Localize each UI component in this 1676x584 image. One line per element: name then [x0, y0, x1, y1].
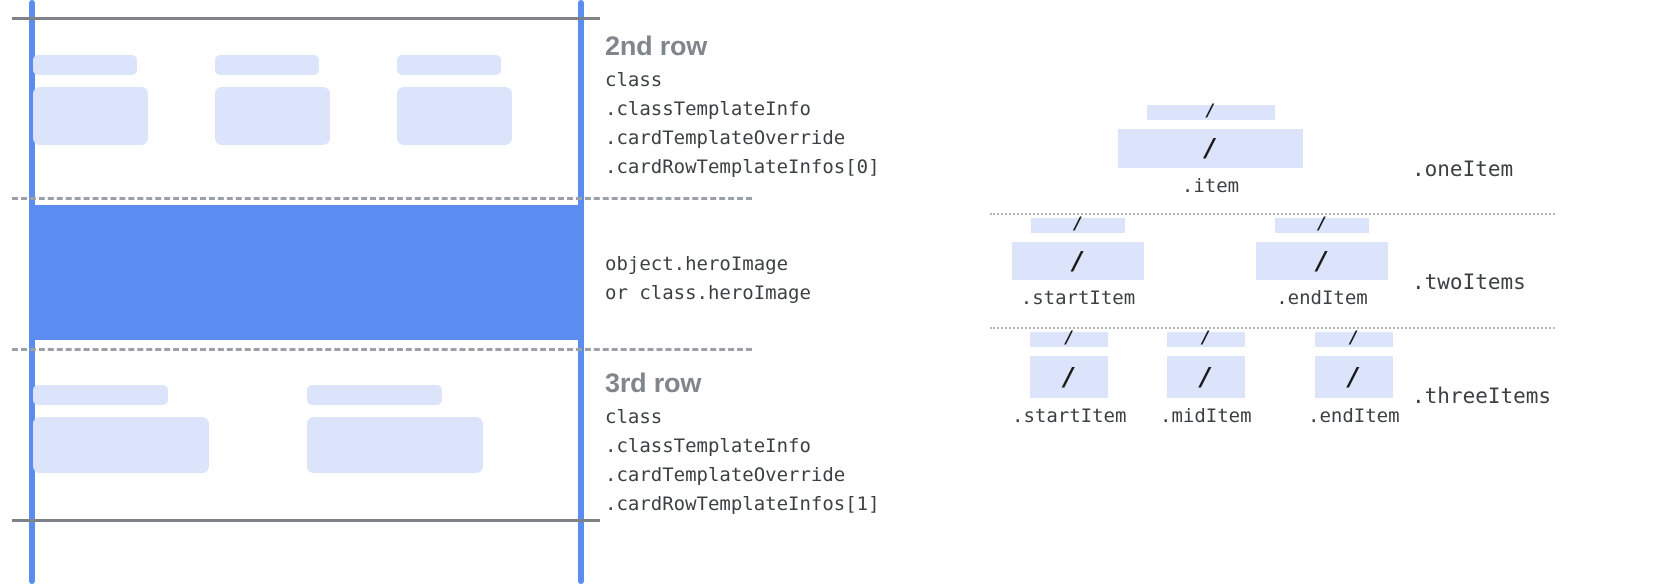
second-row-fields	[33, 55, 581, 145]
field-label-placeholder	[33, 385, 168, 405]
second-row-code-line: class	[605, 69, 663, 92]
slash-icon: /	[1061, 361, 1077, 391]
hero-image-annotation: object.heroImage or class.heroImage	[605, 250, 811, 308]
item-slot-label: .endItem	[1276, 287, 1368, 309]
item-slot-label: .startItem	[1012, 405, 1127, 427]
item-slot: / / .endItem	[1308, 328, 1400, 428]
third-row-annotation: 3rd row class .classTemplateInfo .cardTe…	[605, 368, 880, 519]
field-label-placeholder	[215, 55, 319, 75]
second-row-annotation: 2nd row class .classTemplateInfo .cardTe…	[605, 31, 880, 182]
third-row-code-line: class	[605, 406, 663, 429]
field-column	[215, 55, 397, 145]
item-value-placeholder: /	[1030, 356, 1109, 398]
variant-name-one-item: .oneItem	[1412, 157, 1514, 181]
slash-icon: /	[1205, 101, 1216, 121]
card-top-boundary	[12, 17, 600, 20]
slash-icon: /	[1316, 214, 1328, 234]
third-row-code-line: .cardTemplateOverride	[605, 464, 846, 487]
three-items-group: / / .startItem / / .midItem /	[960, 328, 1676, 447]
field-value-placeholder	[33, 417, 209, 473]
item-slot: / / .startItem	[1012, 214, 1144, 309]
item-value-placeholder: /	[1166, 356, 1245, 398]
item-label-placeholder: /	[1166, 328, 1245, 348]
second-row-code-line: .cardRowTemplateInfos[0]	[605, 156, 880, 179]
item-slot-label: .midItem	[1160, 405, 1252, 427]
item-slot: / / .item	[1118, 101, 1303, 197]
item-label-placeholder: /	[1275, 214, 1369, 234]
field-column	[33, 55, 215, 145]
item-slot: / / .startItem	[1012, 328, 1127, 428]
third-row-code-line: .cardRowTemplateInfos[1]	[605, 493, 880, 516]
slash-icon: /	[1314, 245, 1330, 275]
item-slot-label: .endItem	[1308, 405, 1400, 427]
item-value-placeholder: /	[1314, 356, 1393, 398]
slash-icon: /	[1072, 214, 1084, 234]
slash-icon: /	[1202, 133, 1219, 162]
item-slot-label: .startItem	[1020, 287, 1136, 309]
field-column	[397, 55, 579, 145]
hero-image-band	[33, 205, 581, 340]
slash-icon: /	[1346, 361, 1362, 391]
slash-icon: /	[1070, 245, 1086, 275]
field-label-placeholder	[307, 385, 442, 405]
field-column	[33, 385, 307, 473]
slash-icon: /	[1348, 328, 1359, 348]
item-slot: / / .endItem	[1256, 214, 1388, 309]
slash-icon: /	[1064, 328, 1075, 348]
field-value-placeholder	[307, 417, 483, 473]
field-label-placeholder	[397, 55, 501, 75]
field-column	[307, 385, 581, 473]
item-variant-separator	[990, 327, 1555, 329]
item-slot: / / .midItem	[1160, 328, 1252, 428]
third-row-fields	[33, 385, 581, 473]
card-template-diagram	[0, 0, 752, 584]
item-value-placeholder: /	[1256, 242, 1388, 280]
item-label-placeholder: /	[1314, 328, 1393, 348]
row-item-variants-diagram: / / .item .oneItem / / .startItem	[960, 0, 1676, 584]
card-left-guide-rail	[29, 0, 35, 584]
third-row-code-line: .classTemplateInfo	[605, 435, 811, 458]
item-value-placeholder: /	[1012, 242, 1144, 280]
slash-icon: /	[1200, 328, 1211, 348]
second-row-title: 2nd row	[605, 31, 708, 61]
variant-name-two-items: .twoItems	[1412, 270, 1526, 294]
item-variant-separator	[990, 213, 1555, 215]
variant-name-three-items: .threeItems	[1412, 384, 1552, 408]
second-row-code-line: .cardTemplateOverride	[605, 127, 846, 150]
item-label-placeholder: /	[1146, 101, 1275, 121]
item-label-placeholder: /	[1031, 214, 1125, 234]
card-right-guide-rail	[578, 0, 584, 584]
hero-code-line: object.heroImage	[605, 253, 789, 275]
field-value-placeholder	[33, 87, 148, 145]
second-row-code-line: .classTemplateInfo	[605, 98, 811, 121]
one-item-group: / / .item .oneItem	[960, 101, 1676, 210]
slash-icon: /	[1198, 361, 1214, 391]
row-separator-above-hero	[12, 197, 752, 200]
field-label-placeholder	[33, 55, 137, 75]
field-value-placeholder	[215, 87, 330, 145]
item-value-placeholder: /	[1118, 129, 1303, 168]
field-value-placeholder	[397, 87, 512, 145]
item-label-placeholder: /	[1030, 328, 1109, 348]
third-row-title: 3rd row	[605, 368, 702, 398]
hero-code-line: or class.heroImage	[605, 282, 811, 304]
row-separator-below-hero	[12, 348, 752, 351]
two-items-group: / / .startItem / / .endItem .twoItems	[960, 214, 1676, 328]
item-slot-label: .item	[1181, 175, 1240, 197]
card-bottom-boundary	[12, 519, 600, 522]
